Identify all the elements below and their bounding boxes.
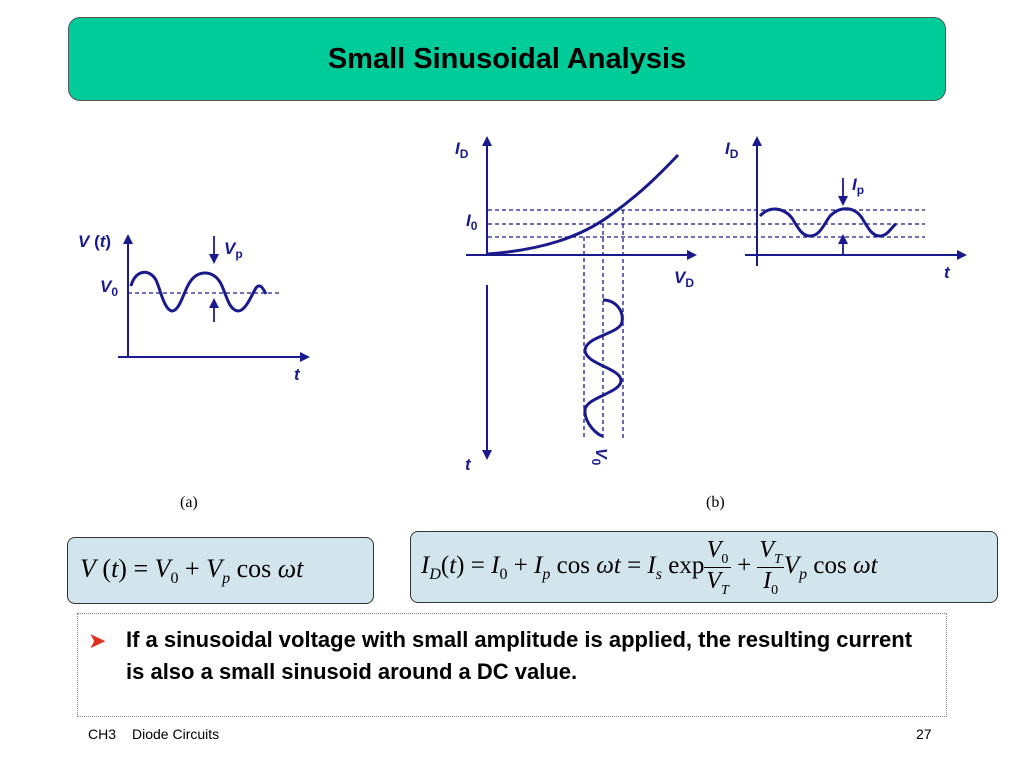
- title-banner: Small Sinusoidal Analysis: [68, 17, 946, 101]
- b-iv-curve: [487, 153, 680, 256]
- b-id-label: ID: [455, 139, 469, 161]
- arrow-bullet-icon: ➤: [88, 628, 107, 653]
- caption-b: (b): [706, 494, 725, 511]
- a-t-label: t: [294, 365, 301, 384]
- caption-a: (a): [180, 494, 198, 511]
- equation-box-1: V (t) = V0 + Vp cos ωt: [67, 537, 374, 604]
- c-t-label: t: [944, 263, 951, 282]
- b-t-label: t: [465, 455, 472, 474]
- bullet-text: If a sinusoidal voltage with small ampli…: [126, 627, 913, 684]
- c-sinusoid: [758, 207, 897, 238]
- slide-title: Small Sinusoidal Analysis: [327, 42, 687, 75]
- a-sinusoid: [129, 270, 268, 313]
- c-ip-label: Ip: [852, 175, 864, 197]
- footer-topic: Diode Circuits: [132, 726, 220, 742]
- footer-left: CH3 Diode Circuits: [88, 726, 235, 742]
- a-vp-label: Vp: [224, 239, 243, 261]
- b-vd-label: VD: [674, 268, 694, 290]
- equation-1: V (t) = V0 + Vp cos ωt: [80, 554, 304, 587]
- bullet-box: ➤ If a sinusoidal voltage with small amp…: [77, 613, 947, 717]
- b-v0-label: V0: [589, 448, 609, 466]
- b-i0-label: I0: [466, 211, 478, 233]
- b-vertical-sinusoid: [583, 298, 624, 438]
- a-v0-label: V0: [100, 277, 118, 299]
- a-vt-label: V (t): [78, 232, 111, 251]
- footer-page-number: 27: [916, 726, 932, 742]
- c-id-label: ID: [725, 139, 739, 161]
- footer-chapter: CH3: [88, 726, 117, 742]
